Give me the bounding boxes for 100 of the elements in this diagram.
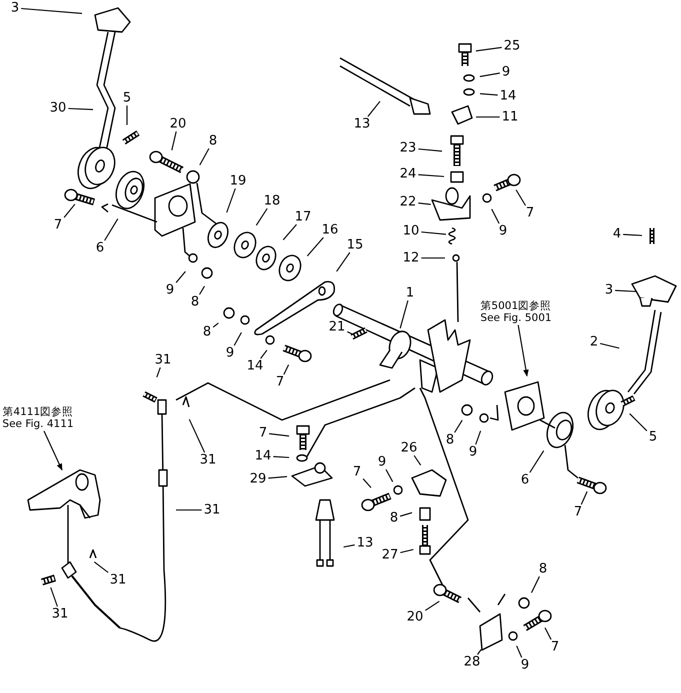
leader-line [367, 100, 380, 117]
leader-line [269, 433, 290, 437]
callout-number: 14 [246, 360, 264, 372]
leader-line [21, 8, 82, 14]
callout-number: 8 [538, 562, 548, 576]
reference-note: See Fig. 5001 [480, 312, 552, 324]
leader-line [418, 148, 442, 152]
callout-number: 8 [190, 296, 200, 308]
callout-number: 2 [588, 336, 600, 348]
callout-number: 3 [604, 284, 614, 296]
callout-number: 14 [498, 90, 518, 102]
callout-number: 17 [294, 210, 312, 224]
callout-number: 12 [402, 252, 420, 264]
leader-line [475, 430, 482, 445]
leader-line [347, 331, 352, 334]
callout-number: 9 [498, 224, 508, 238]
callout-number: 1 [404, 286, 416, 300]
callout-number: 25 [502, 40, 522, 52]
callout-number: 5 [122, 92, 132, 104]
callout-number: 13 [352, 118, 372, 130]
leader-line [516, 190, 526, 206]
callout-number: 27 [380, 548, 400, 562]
leader-line [480, 72, 500, 78]
leader-line [126, 106, 128, 125]
callout-number: 8 [202, 326, 212, 338]
leader-line [476, 46, 502, 52]
leader-line [600, 342, 620, 349]
callout-number: 10 [402, 224, 420, 238]
callout-number: 29 [248, 472, 268, 486]
reference-note: 第4111図参照 [2, 406, 74, 418]
callout-number: 31 [108, 574, 128, 586]
leader-line [400, 548, 414, 554]
callout-number: 8 [388, 512, 400, 524]
callout-number: 7 [524, 206, 536, 220]
leader-line [199, 148, 210, 166]
leader-line [68, 108, 94, 110]
callout-number: 6 [94, 242, 106, 254]
callout-number: 7 [550, 640, 560, 654]
leader-line [425, 600, 440, 611]
leader-line [283, 364, 290, 375]
leader-line [104, 218, 118, 241]
leader-line [623, 234, 642, 236]
leader-line [212, 322, 219, 328]
leader-line [306, 237, 324, 256]
leader-line [362, 478, 372, 488]
callout-number: 13 [356, 536, 374, 550]
callout-number: 4 [612, 228, 622, 240]
callout-number: 9 [376, 456, 388, 468]
callout-number: 7 [572, 506, 584, 518]
leader-line [226, 188, 236, 213]
leader-line [477, 649, 482, 655]
callout-number: 24 [398, 168, 418, 180]
leader-line [580, 491, 588, 505]
leader-line [256, 208, 268, 226]
leader-line [268, 476, 288, 479]
callout-number: 14 [254, 450, 272, 462]
leader-line [344, 544, 355, 548]
callout-number: 22 [398, 196, 418, 208]
leader-line [234, 332, 242, 346]
arrow [518, 324, 529, 377]
leader-line [454, 420, 463, 433]
leader-line [282, 224, 297, 240]
callout-number: 15 [346, 238, 364, 252]
leader-line [480, 93, 498, 96]
leader-line [156, 367, 161, 378]
callout-number: 31 [198, 454, 218, 466]
leader-line [418, 174, 444, 178]
callout-number: 7 [258, 426, 268, 440]
callout-number: 6 [520, 474, 530, 486]
callout-number: 9 [224, 346, 236, 360]
callout-number: 26 [400, 442, 418, 454]
callout-number: 21 [328, 320, 346, 334]
callout-number: 23 [398, 142, 418, 154]
leader-line [491, 208, 500, 224]
callout-number: 28 [462, 656, 482, 668]
callout-number: 9 [164, 284, 176, 296]
callout-number: 5 [648, 430, 658, 444]
leader-line [544, 628, 552, 640]
callout-number: 20 [406, 610, 424, 624]
callout-number: 8 [444, 434, 456, 446]
leader-line [516, 646, 522, 658]
leader-line [421, 257, 445, 259]
leader-line [615, 290, 636, 292]
arrow [44, 430, 62, 471]
leader-line [199, 286, 205, 295]
leader-line [529, 450, 544, 473]
leader-line [336, 252, 350, 272]
leader-line [273, 456, 290, 458]
leader-line [260, 350, 268, 359]
leader-line [421, 231, 446, 235]
leader-line [400, 300, 408, 328]
leader-line [176, 271, 186, 283]
reference-note: See Fig. 4111 [2, 418, 74, 430]
leader-line [64, 204, 76, 218]
callout-number: 7 [52, 218, 64, 232]
leader-line [386, 469, 394, 482]
callout-number: 11 [500, 110, 520, 124]
callout-number: 16 [320, 224, 340, 236]
leader-line [94, 561, 109, 573]
leader-line [176, 509, 202, 511]
